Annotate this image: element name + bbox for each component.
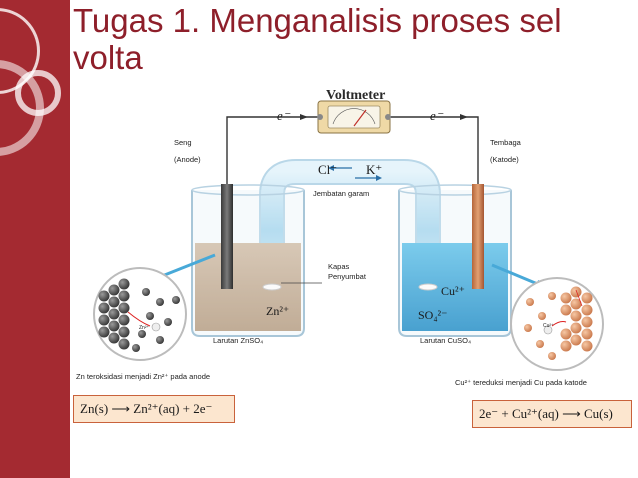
anode-role-label: (Anode) — [174, 155, 201, 164]
electron-flow-left: e⁻ — [277, 108, 290, 123]
cathode-role-label: (Katode) — [490, 155, 519, 164]
zoom-copper-ion-label: Cu²⁺ — [543, 323, 554, 329]
zinc-ion-label: Zn²⁺ — [266, 304, 290, 318]
potassium-ion-label: K⁺ — [366, 162, 383, 177]
decorative-sidebar — [0, 0, 70, 478]
oxidation-equation: Zn(s) ⟶ Zn²⁺(aq) + 2e⁻ — [73, 395, 235, 423]
zinc-zoom-view — [93, 253, 216, 361]
zinc-electrode — [221, 184, 233, 289]
zoom-zinc-ion-label: Zn²⁺ — [139, 325, 150, 331]
chloride-ion-label: Cl⁻ — [318, 162, 338, 177]
voltmeter-label: Voltmeter — [326, 88, 386, 103]
copper-electrode — [472, 184, 484, 289]
copper-solution-label: Larutan CuSO₄ — [420, 336, 472, 345]
zinc-solution-label: Larutan ZnSO₄ — [213, 336, 264, 345]
oxidation-caption: Zn teroksidasi menjadi Zn²⁺ pada anode — [76, 372, 211, 381]
wire-left — [226, 116, 318, 185]
reduction-caption: Cu²⁺ tereduksi menjadi Cu pada katode — [455, 378, 587, 387]
plug-label-line2: Penyumbat — [328, 272, 366, 281]
electron-flow-right: e⁻ — [430, 108, 443, 123]
slide-title: Tugas 1. Menganalisis proses sel volta — [73, 2, 562, 76]
plug-label-line1: Kapas — [328, 262, 350, 271]
zinc-beaker — [191, 184, 305, 337]
wire-right — [390, 116, 479, 185]
copper-zoom-view — [491, 263, 604, 371]
anode-name-label: Seng — [174, 138, 192, 147]
cathode-name-label: Tembaga — [490, 138, 521, 147]
voltmeter — [317, 100, 391, 134]
copper-beaker — [398, 184, 512, 337]
copper-ion-label: Cu²⁺ — [441, 284, 465, 298]
decorative-ring — [15, 70, 61, 116]
salt-bridge-label: Jembatan garam — [313, 189, 370, 198]
reduction-equation: 2e⁻ + Cu²⁺(aq) ⟶ Cu(s) — [472, 400, 632, 428]
sulfate-ion-label: SO₄²⁻ — [418, 308, 448, 322]
